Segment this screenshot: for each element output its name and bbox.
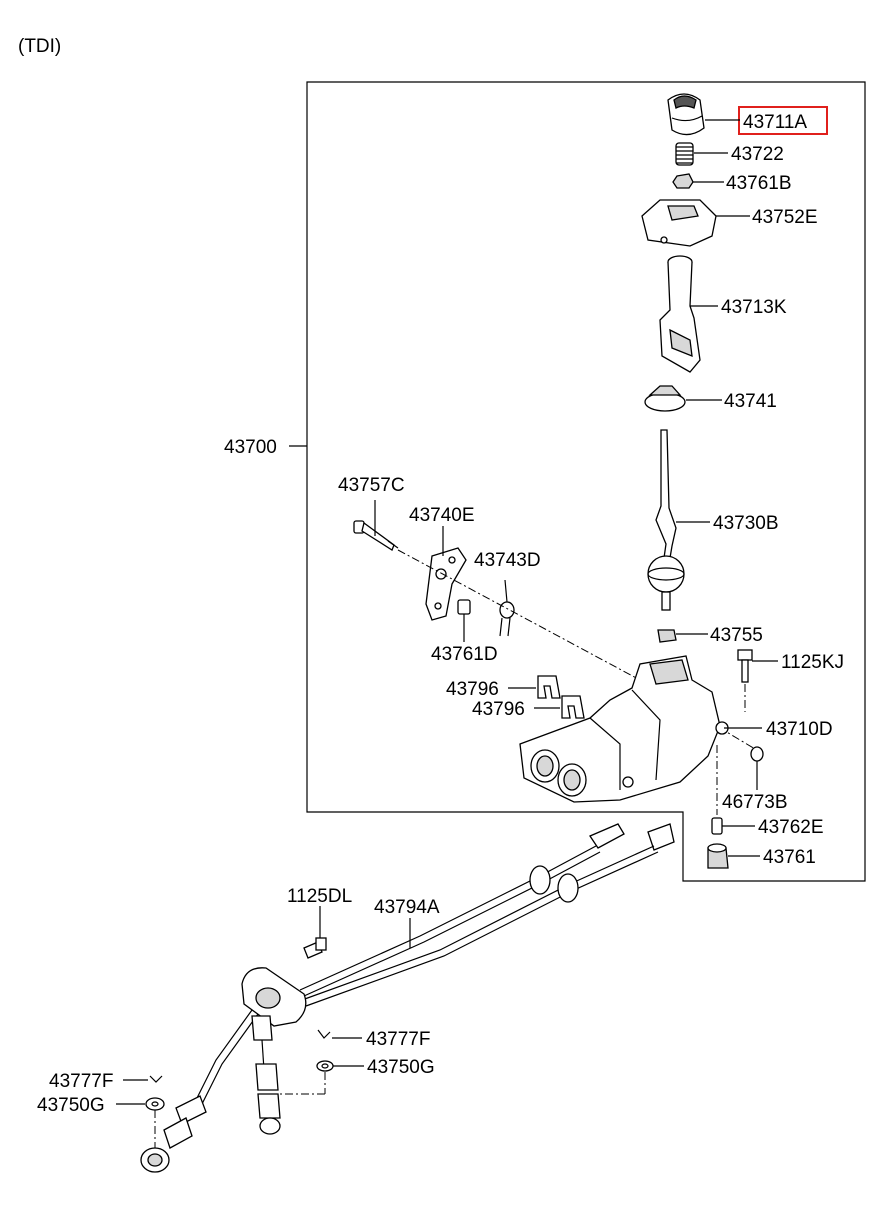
clip-pin-icon: [149, 1075, 163, 1083]
label-46773B[interactable]: 46773B: [722, 792, 788, 813]
label-43743D[interactable]: 43743D: [474, 550, 541, 571]
label-43796-lower[interactable]: 43796: [472, 699, 525, 720]
label-43757C[interactable]: 43757C: [338, 475, 405, 496]
shifter-housing-icon: [519, 655, 729, 803]
label-1125DL[interactable]: 1125DL: [287, 886, 352, 907]
label-43722[interactable]: 43722: [731, 144, 784, 165]
label-43741[interactable]: 43741: [724, 391, 777, 412]
label-43730B[interactable]: 43730B: [713, 513, 779, 534]
label-1125KJ[interactable]: 1125KJ: [781, 652, 844, 673]
shift-rod-icon: [647, 429, 685, 611]
nut-icon: [672, 173, 694, 189]
variant-label: (TDI): [18, 36, 61, 57]
lever-upper-icon: [659, 255, 701, 373]
washer-icon: [145, 1097, 165, 1111]
label-43777F-left[interactable]: 43777F: [49, 1071, 113, 1092]
label-43750G-left[interactable]: 43750G: [37, 1095, 105, 1116]
boot-housing-icon: [641, 199, 717, 247]
shift-knob-icon: [667, 93, 705, 136]
ring-icon: [644, 385, 686, 412]
pin-small-icon: [711, 817, 723, 835]
shift-cable-icon: [140, 823, 675, 1173]
label-43711A[interactable]: 43711A: [743, 112, 807, 133]
label-43794A[interactable]: 43794A: [374, 897, 440, 918]
nut-small-icon: [750, 746, 764, 762]
label-43761B[interactable]: 43761B: [726, 173, 792, 194]
clip-pin-icon: [317, 1029, 331, 1039]
label-43713K[interactable]: 43713K: [721, 297, 787, 318]
label-43750G-right[interactable]: 43750G: [367, 1057, 435, 1078]
bush-icon: [457, 599, 471, 615]
spring-icon: [675, 142, 694, 166]
bolt-icon: [737, 649, 753, 683]
label-43752E[interactable]: 43752E: [752, 207, 818, 228]
mount-bolt-icon: [303, 937, 327, 959]
cable-bush-icon: [707, 843, 729, 869]
label-43755[interactable]: 43755: [710, 625, 763, 646]
label-43761D[interactable]: 43761D: [431, 644, 498, 665]
label-43761[interactable]: 43761: [763, 847, 816, 868]
clip-icon: [537, 675, 561, 699]
assembly-boundary: [306, 81, 866, 882]
label-43777F-right[interactable]: 43777F: [366, 1029, 430, 1050]
torsion-spring-icon: [499, 601, 515, 637]
label-43710D[interactable]: 43710D: [766, 719, 833, 740]
washer-icon: [316, 1060, 334, 1072]
label-43762E[interactable]: 43762E: [758, 817, 824, 838]
pin-icon: [353, 520, 399, 551]
bracket-icon: [425, 547, 467, 621]
label-43796-upper[interactable]: 43796: [446, 679, 499, 700]
label-43700[interactable]: 43700: [224, 437, 277, 458]
label-43740E[interactable]: 43740E: [409, 505, 475, 526]
bushing-icon: [657, 629, 677, 643]
clip-icon: [561, 695, 585, 719]
